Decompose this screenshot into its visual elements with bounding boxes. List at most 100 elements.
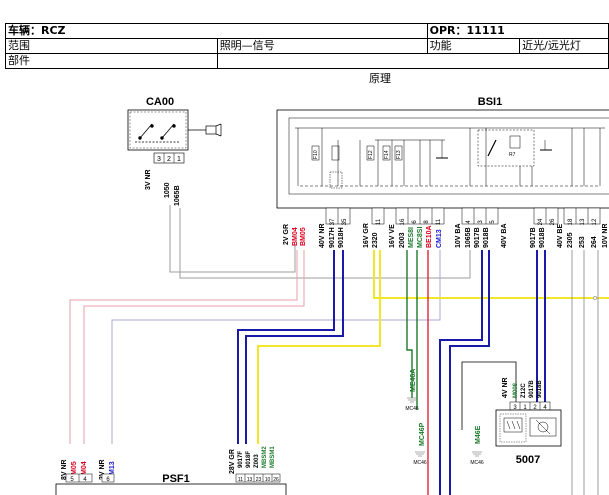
function-value: 近光/远光灯	[519, 38, 609, 54]
vehicle-label: 车辆	[8, 24, 30, 38]
connector-label: 4V NR	[502, 377, 509, 398]
wire	[179, 208, 471, 279]
wire-bundle	[69, 205, 609, 495]
wire	[169, 205, 296, 273]
wire-label: MC8SI	[417, 227, 424, 248]
svg-text:12: 12	[592, 218, 598, 225]
wire-label: 264	[591, 236, 598, 248]
wire-label: 9018B	[537, 380, 543, 398]
svg-text:2: 2	[533, 405, 537, 411]
wire-label: 9017B	[474, 227, 481, 248]
fuse-icon	[366, 145, 375, 161]
fuse-label: F13	[396, 150, 402, 159]
fuse-label: F10	[313, 150, 319, 159]
ca00-pin: 3	[157, 156, 161, 163]
fuse-icon	[311, 145, 320, 161]
wire	[245, 250, 344, 444]
wire	[439, 250, 483, 495]
svg-text:3: 3	[513, 405, 517, 411]
unit-5007-box	[495, 409, 562, 447]
relay-coil-icon	[509, 135, 521, 149]
ca00-box	[127, 109, 189, 151]
wire-label: 9017B	[530, 227, 537, 248]
wire-label: BM05	[300, 227, 307, 246]
wire-label: MBSM1	[270, 446, 276, 468]
ca00-pin: 2	[167, 156, 171, 163]
unit-5007-title: 5007	[516, 454, 540, 466]
wire-label: 2003	[399, 232, 406, 248]
ground-mc46p: MC46P MC46	[413, 422, 427, 466]
connector-label: 2V GR	[283, 224, 290, 245]
fuse-label: F14	[384, 150, 390, 159]
svg-text:3: 3	[478, 220, 484, 224]
wire	[83, 250, 305, 444]
svg-text:6: 6	[412, 220, 418, 224]
diagram-title: 原理	[369, 72, 391, 85]
ground-label: ME46A	[410, 369, 417, 392]
svg-text:8: 8	[424, 220, 430, 224]
connector-label: 10V BA	[455, 223, 462, 248]
svg-text:4: 4	[543, 405, 547, 411]
svg-text:4: 4	[466, 220, 472, 224]
wire-label: 9018B	[483, 227, 490, 248]
svg-text:11: 11	[238, 477, 243, 483]
wire-label: 9018H	[338, 227, 345, 248]
ca00-title: CA00	[146, 96, 174, 108]
ca00-wire: 1050	[164, 182, 171, 198]
connector-label: 16V VE	[389, 224, 396, 248]
connector-label: 16V GR	[363, 223, 370, 248]
relay-switch-icon	[487, 139, 497, 157]
svg-text:5: 5	[490, 220, 496, 224]
bsi1-title: BSI1	[478, 96, 502, 108]
svg-text:6: 6	[106, 477, 110, 483]
connector-label: 8V NR	[61, 459, 68, 480]
header-row-1: 车辆：RCZ OPR：11111	[5, 23, 609, 39]
connector-label: 40V BE	[557, 224, 564, 248]
wire	[449, 250, 490, 495]
relay-box	[477, 129, 535, 167]
svg-text:37: 37	[330, 218, 336, 225]
fuse-icon	[382, 145, 391, 161]
header-table: 车辆：RCZ OPR：11111 范围 照明—信号 功能 近光/远光灯 部件	[5, 23, 609, 69]
connector-label: 10V NR	[602, 223, 609, 248]
wire	[111, 250, 441, 444]
fuse-icon	[331, 145, 340, 161]
wire-label: 9017H	[329, 227, 336, 248]
wire-label: BM04	[292, 227, 299, 246]
ca00-connector-label: 3V NR	[145, 169, 152, 190]
bsi1-internal-circuit	[295, 127, 605, 189]
wire-label: 2305	[567, 232, 574, 248]
svg-text:11: 11	[376, 218, 382, 225]
bsi1-pin-strip	[325, 207, 601, 225]
ground-icon	[472, 451, 482, 457]
bsi1-box	[276, 109, 609, 209]
svg-text:5: 5	[70, 477, 74, 483]
psf1-title: PSF1	[162, 473, 190, 485]
ground-label: M46E	[475, 425, 482, 444]
wire-label: CM13	[109, 461, 116, 480]
bsi1-pin-numbers: 37 35 11 16 6 8 11 4 3 5 24 26 18 13 12	[330, 218, 598, 225]
bsi1-connector-labels: 2V GR BM04 BM05 40V NR 9017H 9018H 16V G…	[283, 223, 609, 248]
wire-label: Z12C	[521, 383, 527, 398]
wire	[406, 250, 413, 398]
wire-label: BE10A	[426, 225, 433, 248]
lamp-switch-icon	[188, 123, 222, 137]
wire-label: 253	[579, 236, 586, 248]
ground-label: MC46P	[419, 422, 426, 446]
ca00-switch-icon	[135, 123, 180, 143]
svg-text:4: 4	[83, 477, 87, 483]
wire-label: MES8I	[408, 227, 415, 248]
vehicle-value: ：RCZ	[30, 24, 66, 38]
connector-label: 2V NR	[99, 459, 106, 480]
wire-label: BM04	[81, 461, 88, 480]
svg-text:1: 1	[523, 405, 527, 411]
wire-label: M008	[513, 382, 519, 398]
ca00-pin: 1	[177, 156, 181, 163]
connector-label: 28V GR	[229, 449, 236, 474]
ground-icon	[407, 397, 417, 403]
light-sensor-icon	[529, 417, 557, 437]
wire	[69, 250, 298, 444]
part-value	[216, 53, 609, 69]
fuse-label: F12	[368, 150, 374, 159]
header-row-3: 部件	[5, 53, 609, 69]
